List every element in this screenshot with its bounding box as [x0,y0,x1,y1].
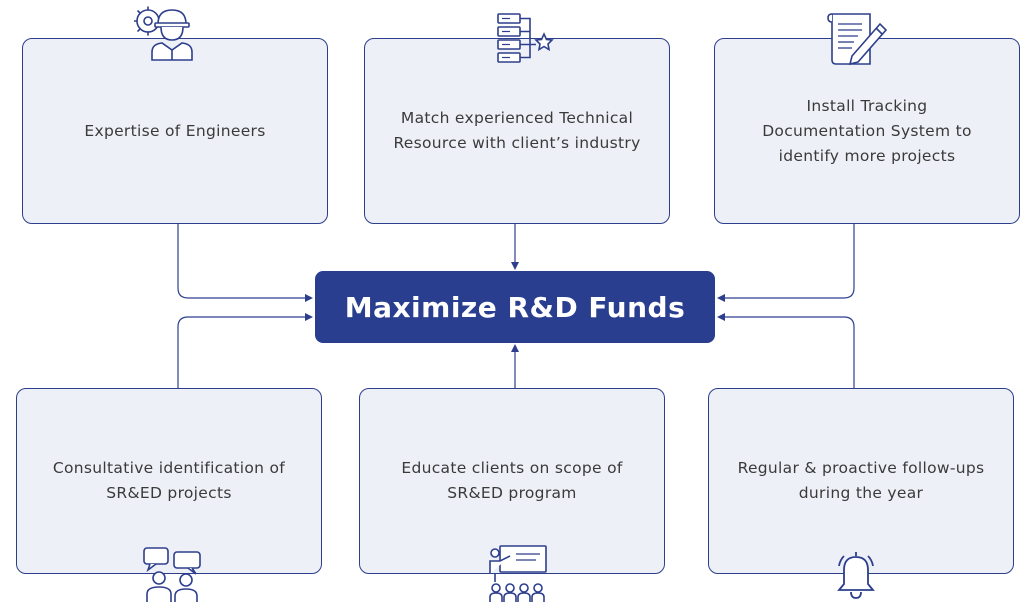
center-node: Maximize R&D Funds [315,271,715,343]
card-text: Educate clients on scope of SR&ED progra… [401,459,623,502]
presentation-audience-icon [486,544,550,603]
card-educate-clients: Educate clients on scope of SR&ED progra… [359,388,665,574]
server-star-icon [496,12,556,66]
document-pen-icon [826,8,888,70]
consultation-chat-icon [142,546,204,603]
card-consultative-identification: Consultative identification of SR&ED pro… [16,388,322,574]
card-install-tracking-system: Install Tracking Documentation System to… [714,38,1020,224]
card-text: Expertise of Engineers [84,121,266,140]
card-text: Regular & proactive follow-ups during th… [737,459,985,502]
engineer-gear-icon [134,4,196,62]
card-regular-follow-ups: Regular & proactive follow-ups during th… [708,388,1014,574]
connector-top-right [717,224,855,302]
center-label: Maximize R&D Funds [344,290,686,324]
connector-bottom-right [717,313,855,388]
card-text: Consultative identification of SR&ED pro… [52,459,286,502]
card-text: Install Tracking Documentation System to… [762,96,972,165]
card-match-technical-resource: Match experienced Technical Resource wit… [364,38,670,224]
connector-top-left [177,224,313,302]
connector-bottom-left [177,313,313,388]
card-text: Match experienced Technical Resource wit… [393,109,641,152]
bell-icon [836,550,876,600]
card-expertise-of-engineers: Expertise of Engineers [22,38,328,224]
